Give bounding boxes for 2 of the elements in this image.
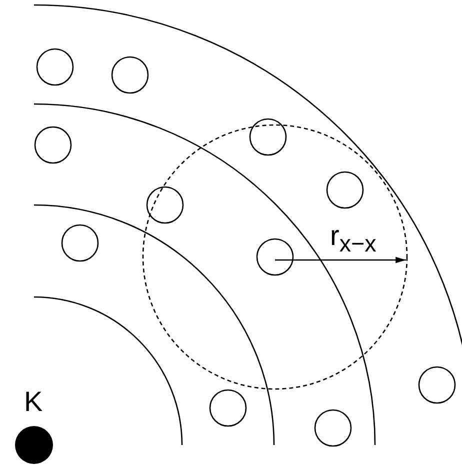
- radius-label: r$_{x−x}$: [330, 222, 376, 256]
- point-label: K: [24, 388, 43, 416]
